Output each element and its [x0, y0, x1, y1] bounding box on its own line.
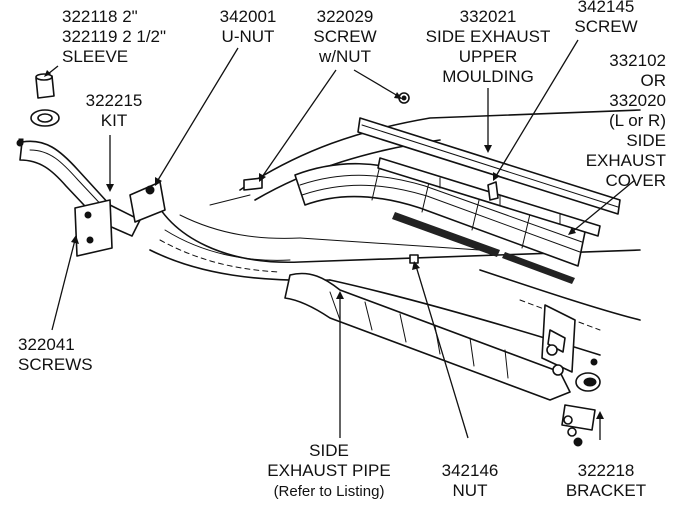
label-bracket-line2: BRACKET [566, 481, 646, 500]
label-kit: 322215 KIT [86, 91, 143, 130]
label-screw-line2: SCREW [574, 17, 637, 36]
label-upper-moulding-line1: 332021 [460, 7, 517, 26]
label-sleeve-line2: 322119 2 1/2" [62, 27, 166, 46]
label-screws-line1: 322041 [18, 335, 75, 354]
label-cover-line7: COVER [606, 171, 666, 190]
label-pipe-line1: SIDE [309, 441, 349, 460]
bracket-hardware-illustration [541, 304, 598, 447]
screw-illustration [487, 181, 499, 201]
label-cover-line2: OR [641, 71, 667, 90]
label-kit-line2: KIT [101, 111, 127, 130]
sleeve-illustration [35, 73, 55, 99]
label-cover-line1: 332102 [609, 51, 666, 70]
label-sleeve-line1: 322118 2" [62, 7, 138, 26]
label-cover-line5: SIDE [626, 131, 666, 150]
label-upper-moulding-line4: MOULDING [442, 67, 534, 86]
label-nut-line2: NUT [453, 481, 488, 500]
label-nut: 342146 NUT [442, 461, 499, 500]
label-cover-line6: EXHAUST [586, 151, 666, 170]
label-screw-line1: 342145 [578, 0, 635, 16]
label-nut-line1: 342146 [442, 461, 499, 480]
leader-lines [44, 39, 636, 440]
label-screws-line2: SCREWS [18, 355, 93, 374]
label-side-exhaust-pipe: SIDE EXHAUST PIPE (Refer to Listing) [267, 441, 390, 500]
label-screw-w-nut-line3: w/NUT [318, 47, 371, 66]
label-bracket-line1: 322218 [578, 461, 635, 480]
label-screw: 342145 SCREW [574, 0, 637, 36]
label-pipe-line2: EXHAUST PIPE [267, 461, 390, 480]
label-cover-line4: (L or R) [609, 111, 666, 130]
label-kit-line1: 322215 [86, 91, 143, 110]
label-u-nut: 342001 U-NUT [220, 7, 277, 46]
label-screw-w-nut-line2: SCREW [313, 27, 376, 46]
label-upper-moulding-line2: SIDE EXHAUST [426, 27, 551, 46]
screw-with-nut-illustration [243, 92, 410, 191]
label-bracket: 322218 BRACKET [566, 461, 646, 500]
label-cover-line3: 332020 [609, 91, 666, 110]
u-nut-illustration [74, 181, 166, 257]
side-exhaust-pipe-illustration [284, 272, 601, 401]
label-pipe-line3: (Refer to Listing) [274, 483, 385, 500]
label-sleeve-line3: SLEEVE [62, 47, 128, 66]
label-upper-moulding-line3: UPPER [459, 47, 518, 66]
side-exhaust-cover-illustration [294, 162, 586, 284]
label-u-nut-line2: U-NUT [222, 27, 275, 46]
label-upper-moulding: 332021 SIDE EXHAUST UPPER MOULDING [426, 7, 551, 86]
label-screw-w-nut: 322029 SCREW w/NUT [313, 7, 376, 66]
label-screws: 322041 SCREWS [18, 335, 93, 374]
label-screw-w-nut-line1: 322029 [317, 7, 374, 26]
label-sleeve: 322118 2" 322119 2 1/2" SLEEVE [62, 7, 166, 66]
label-side-exhaust-cover: 332102 OR 332020 (L or R) SIDE EXHAUST C… [586, 51, 666, 190]
label-u-nut-line1: 342001 [220, 7, 277, 26]
